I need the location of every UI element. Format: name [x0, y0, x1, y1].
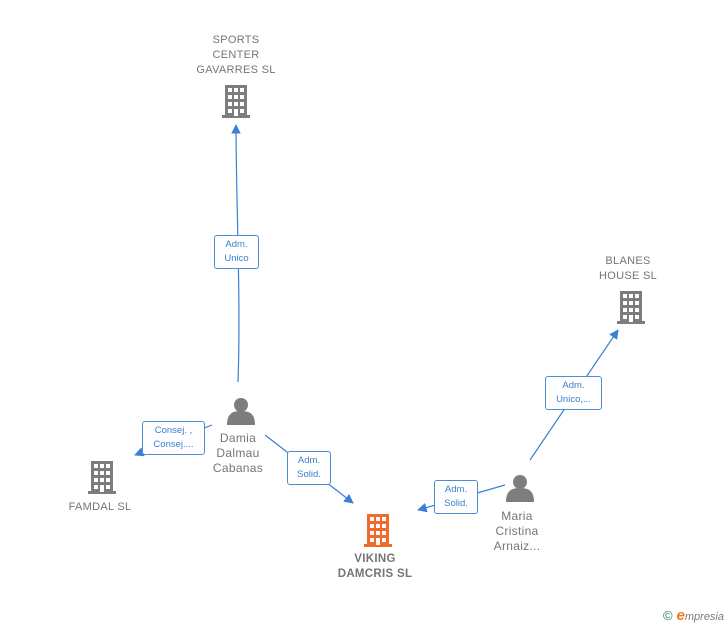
building-icon[interactable] — [617, 291, 645, 324]
node-maria-label[interactable]: Maria Cristina Arnaiz... — [493, 509, 541, 553]
brand-logo[interactable]: ©empresia — [663, 607, 724, 624]
building-icon[interactable] — [364, 514, 392, 547]
node-blanes-house-label[interactable]: BLANES HOUSE SL — [598, 255, 658, 282]
edge-label-damia-famdal[interactable]: Consej. , Consej.... — [142, 421, 205, 455]
person-icon[interactable] — [506, 475, 534, 502]
edge-label-maria-viking[interactable]: Adm. Solid. — [434, 480, 478, 514]
building-icon[interactable] — [222, 85, 250, 118]
building-icon[interactable] — [88, 461, 116, 494]
node-sports-center-label[interactable]: SPORTS CENTER GAVARRES SL — [196, 34, 276, 76]
node-famdal-label[interactable]: FAMDAL SL — [68, 501, 132, 513]
edge-label-damia-sports[interactable]: Adm. Unico — [214, 235, 259, 269]
node-damia-label[interactable]: Damia Dalmau Cabanas — [212, 431, 264, 475]
edge-label-maria-blanes[interactable]: Adm. Unico,... — [545, 376, 602, 410]
person-icon[interactable] — [227, 398, 255, 425]
brand-name: mpresia — [684, 611, 724, 623]
brand-initial: e — [676, 607, 685, 624]
node-viking-label[interactable]: VIKING DAMCRIS SL — [337, 553, 413, 580]
edge-label-damia-viking[interactable]: Adm. Solid. — [287, 451, 331, 485]
copyright-icon: © — [662, 608, 673, 623]
